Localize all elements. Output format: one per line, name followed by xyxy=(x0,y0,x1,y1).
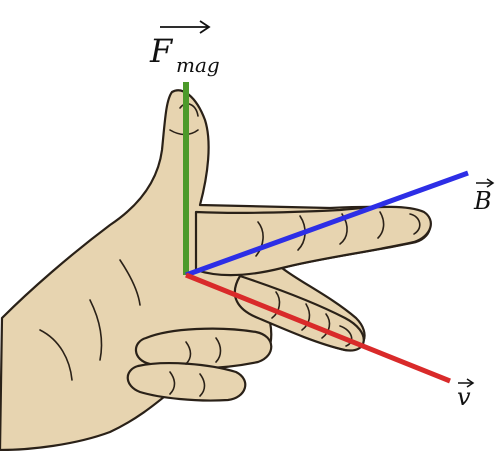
curled-finger-upper xyxy=(134,327,273,370)
v-symbol: v xyxy=(457,383,471,411)
middle-nail xyxy=(339,325,353,347)
index-nail xyxy=(409,213,421,235)
velocity-label: v xyxy=(457,378,475,411)
magnetic-field-label: B xyxy=(473,178,495,215)
velocity-vector-line xyxy=(185,272,451,384)
index-finger xyxy=(194,205,432,277)
b-arrow-head-icon xyxy=(486,178,495,188)
force-label: F mag xyxy=(149,20,220,77)
b-symbol: B xyxy=(473,187,492,215)
curled-finger-lower xyxy=(126,362,247,402)
hand-creases xyxy=(39,129,385,397)
hand-illustration xyxy=(0,89,432,451)
thumb-nail xyxy=(179,103,199,117)
magnetic-field-vector-line xyxy=(185,170,469,278)
force-arrow-head-icon xyxy=(199,20,211,34)
force-subscript: mag xyxy=(176,53,220,77)
force-symbol: F xyxy=(149,32,174,70)
v-arrow-head-icon xyxy=(466,378,475,388)
